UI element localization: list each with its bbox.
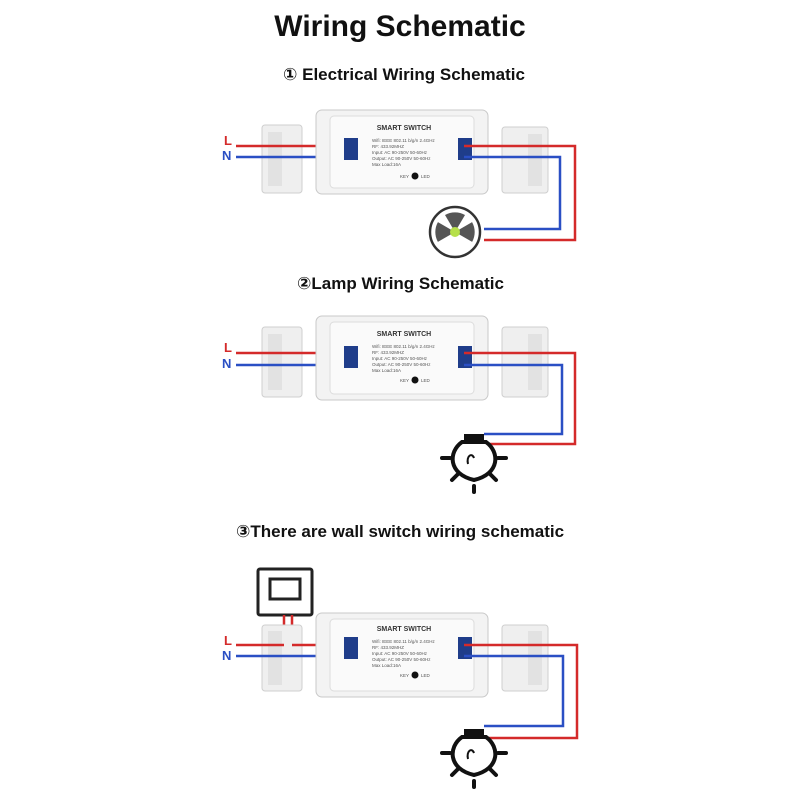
live-label-3: L [224, 633, 232, 648]
spec-line: Output: AC 90-250V 50-60Hz [372, 156, 431, 161]
key-label: KEY [400, 673, 409, 678]
lamp-icon [440, 729, 508, 789]
led-label: LED [421, 174, 431, 179]
neutral-label-3: N [222, 648, 232, 663]
live-output-wire [464, 351, 577, 446]
live-label-2: L [224, 340, 232, 355]
section-heading-electrical: ① Electrical Wiring Schematic [283, 65, 525, 84]
spec-line: Wifi: IEEE 802.11 b/g/n 2.4GHz [372, 344, 435, 349]
output-terminal [458, 138, 472, 160]
device-name: SMART SWITCH [377, 626, 431, 633]
output-terminal [458, 637, 472, 659]
key-label: KEY [400, 378, 409, 383]
lamp-wiring-diagram: SMART SWITCH Wifi: IEEE 802.11 b/g/n 2.4… [236, 315, 577, 494]
spec-line: Output: AC 90-250V 50-60Hz [372, 657, 431, 662]
input-terminal [344, 138, 358, 160]
spec-line: Max Load:16A [372, 162, 401, 167]
left-terminal-cover [261, 124, 303, 194]
neutral-output-wire [464, 654, 565, 728]
spec-line: RF: 433.92MHZ [372, 144, 404, 149]
key-label: KEY [400, 174, 409, 179]
spec-line: Max Load:16A [372, 368, 401, 373]
smart-switch-device: SMART SWITCH Wifi: IEEE 802.11 b/g/n 2.4… [315, 109, 489, 195]
key-button [411, 376, 419, 384]
neutral-output-wire [464, 155, 562, 231]
led-label: LED [421, 378, 431, 383]
lamp-icon [440, 434, 508, 494]
section-heading-wall-switch: ③There are wall switch wiring schematic [236, 522, 565, 541]
spec-line: RF: 433.92MHZ [372, 645, 404, 650]
device-name: SMART SWITCH [377, 125, 431, 132]
section-heading-lamp: ②Lamp Wiring Schematic [297, 274, 504, 293]
spec-line: Input: AC 90-250V 50-60Hz [372, 651, 428, 656]
input-terminal [344, 346, 358, 368]
left-terminal-cover [261, 624, 303, 692]
device-name: SMART SWITCH [377, 331, 431, 338]
neutral-output-wire [464, 363, 564, 436]
spec-line: Wifi: IEEE 802.11 b/g/n 2.4GHz [372, 138, 435, 143]
spec-line: Input: AC 90-250V 50-60Hz [372, 356, 428, 361]
led-label: LED [421, 673, 431, 678]
neutral-label-1: N [222, 148, 232, 163]
spec-line: Max Load:16A [372, 663, 401, 668]
key-button [411, 172, 419, 180]
live-output-wire [464, 144, 577, 242]
output-terminal [458, 346, 472, 368]
wall-switch-icon [256, 567, 314, 617]
live-output-wire [464, 643, 579, 740]
left-terminal-cover [261, 326, 303, 398]
live-label-1: L [224, 133, 232, 148]
smart-switch-device: SMART SWITCH Wifi: IEEE 802.11 b/g/n 2.4… [315, 315, 489, 401]
key-button [411, 671, 419, 679]
neutral-label-2: N [222, 356, 232, 371]
spec-line: Output: AC 90-250V 50-60Hz [372, 362, 431, 367]
page-title: Wiring Schematic [274, 10, 526, 43]
smart-switch-device: SMART SWITCH Wifi: IEEE 802.11 b/g/n 2.4… [315, 612, 489, 698]
fan-icon [428, 205, 482, 259]
spec-line: Input: AC 90-250V 50-60Hz [372, 150, 428, 155]
input-terminal [344, 637, 358, 659]
right-terminal-cover [501, 326, 549, 398]
spec-line: Wifi: IEEE 802.11 b/g/n 2.4GHz [372, 639, 435, 644]
right-terminal-cover [501, 126, 549, 194]
right-terminal-cover [501, 624, 549, 692]
spec-line: RF: 433.92MHZ [372, 350, 404, 355]
electrical-wiring-diagram: SMART SWITCH Wifi: IEEE 802.11 b/g/n 2.4… [236, 109, 577, 259]
wall-switch-wiring-diagram: SMART SWITCH Wifi: IEEE 802.11 b/g/n 2.4… [236, 567, 579, 789]
